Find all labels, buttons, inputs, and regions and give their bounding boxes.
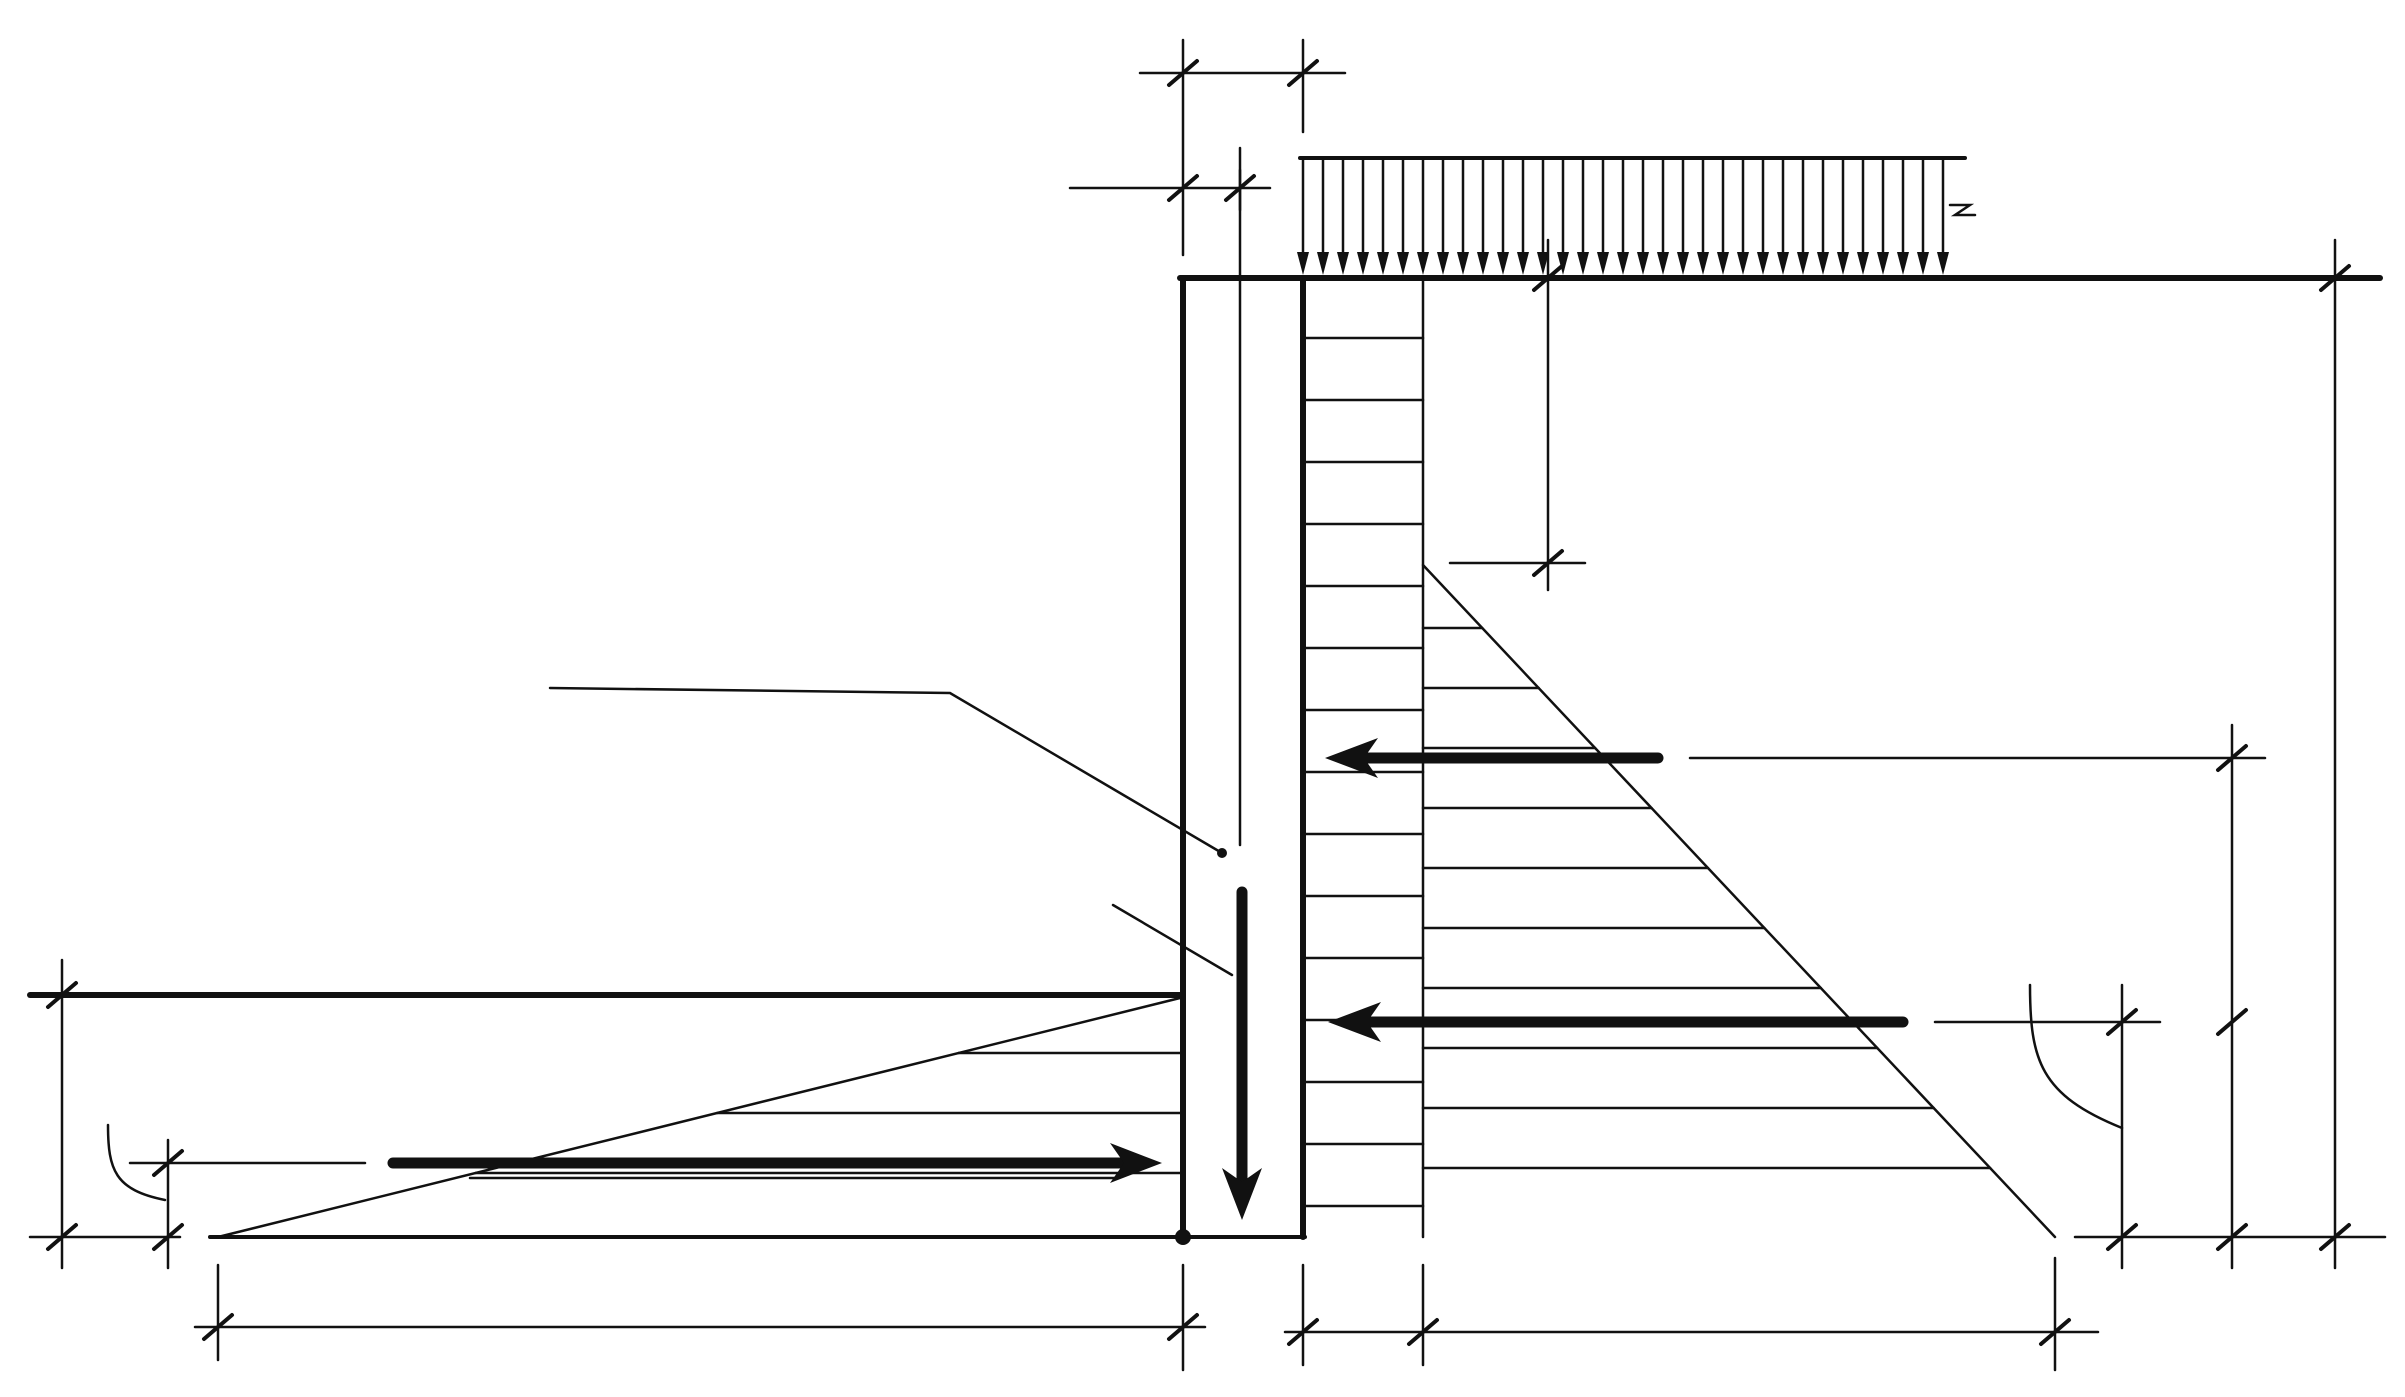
surcharge-arrowhead — [1917, 252, 1929, 275]
surcharge-arrowhead — [1877, 252, 1889, 275]
surcharge-arrowhead — [1897, 252, 1909, 275]
surcharge-arrowhead — [1377, 252, 1389, 275]
dimension-tick — [2106, 1008, 2138, 1036]
surcharge-arrowhead — [1657, 252, 1669, 275]
dimension-tick — [2216, 1008, 2248, 1036]
active-pressure-triangle — [1421, 563, 2057, 1239]
dimension-tick — [1532, 549, 1564, 577]
axial-force-arrow — [1222, 886, 1262, 1220]
dimension-tick — [1167, 59, 1199, 87]
surcharge-arrowhead — [1817, 252, 1829, 275]
surcharge-arrowhead — [1417, 252, 1429, 275]
leader-left-height — [106, 1123, 167, 1202]
dimension-tick — [2216, 744, 2248, 772]
active-triangle-hatching — [1421, 626, 1992, 1170]
surcharge-block-hatching — [1301, 336, 1425, 1208]
surcharge-arrowhead — [1477, 252, 1489, 275]
surcharge-arrowhead — [1337, 252, 1349, 275]
dimension-tick — [46, 1223, 78, 1251]
leader-lines — [106, 686, 2124, 1202]
active-force-arrow — [1328, 1002, 1909, 1042]
surcharge-arrowhead — [1757, 252, 1769, 275]
surcharge-arrowhead — [1857, 252, 1869, 275]
surcharge-arrowhead — [1797, 252, 1809, 275]
surcharge-arrowhead — [1357, 252, 1369, 275]
surcharge-arrowhead — [1517, 252, 1529, 275]
surcharge-break-mark — [1948, 203, 1977, 217]
leader-right-height — [2028, 983, 2124, 1130]
wall — [1175, 146, 1306, 1245]
surcharge-arrowhead — [1297, 252, 1309, 275]
surcharge-force-arrow — [1325, 738, 1664, 778]
passive-force-arrow — [387, 1143, 1162, 1183]
dimension-tick — [2319, 264, 2351, 292]
surcharge-arrowhead — [1937, 252, 1949, 275]
leader-axial-force — [1111, 903, 1234, 977]
surcharge-arrowhead — [1577, 252, 1589, 275]
dimension-tick — [1167, 1313, 1199, 1341]
passive-pressure-triangle — [216, 996, 1182, 1239]
dimension-tick — [152, 1223, 184, 1251]
surcharge-arrowhead — [1457, 252, 1469, 275]
surcharge-arrowhead — [1777, 252, 1789, 275]
dimension-tick — [152, 1149, 184, 1177]
surcharge-arrowhead — [1557, 252, 1569, 275]
surcharge-arrowhead — [1317, 252, 1329, 275]
surcharge-arrowhead — [1677, 252, 1689, 275]
dimension-tick — [2106, 1223, 2138, 1251]
force-arrows — [387, 738, 1909, 1220]
dimension-tick — [1407, 1318, 1439, 1346]
dimension-tick — [2319, 1223, 2351, 1251]
surcharge-arrowhead — [1397, 252, 1409, 275]
surcharge-arrowhead — [1837, 252, 1849, 275]
surcharge-arrowhead — [1497, 252, 1509, 275]
surcharge-arrowhead — [1697, 252, 1709, 275]
dimension-tick — [2039, 1318, 2071, 1346]
dimension-tick — [1287, 59, 1319, 87]
surcharge-arrowhead — [1537, 252, 1549, 275]
surcharge-arrowhead — [1437, 252, 1449, 275]
dimension-lines — [28, 38, 2387, 1372]
dimension-ticks — [46, 59, 2351, 1346]
dimension-tick — [1224, 174, 1256, 202]
surcharge-arrowhead — [1617, 252, 1629, 275]
surcharge-arrowhead — [1717, 252, 1729, 275]
dimension-tick — [1167, 174, 1199, 202]
ground-lines — [27, 275, 2383, 1239]
dimension-tick — [202, 1313, 234, 1341]
surcharge-arrowhead — [1737, 252, 1749, 275]
leader-centerline — [548, 686, 1224, 855]
passive-triangle-slope — [216, 996, 1182, 1239]
surcharge-arrowhead — [1597, 252, 1609, 275]
dimension-tick — [46, 981, 78, 1009]
surcharge-load — [1297, 156, 1977, 275]
passive-triangle-hatching — [474, 1051, 1182, 1175]
dimension-tick — [1287, 1318, 1319, 1346]
surcharge-arrowhead — [1637, 252, 1649, 275]
wall-tip-point — [1175, 1229, 1191, 1245]
dimension-tick — [2216, 1223, 2248, 1251]
active-triangle-slope — [1421, 563, 2057, 1239]
dimension-tick — [1532, 264, 1564, 292]
